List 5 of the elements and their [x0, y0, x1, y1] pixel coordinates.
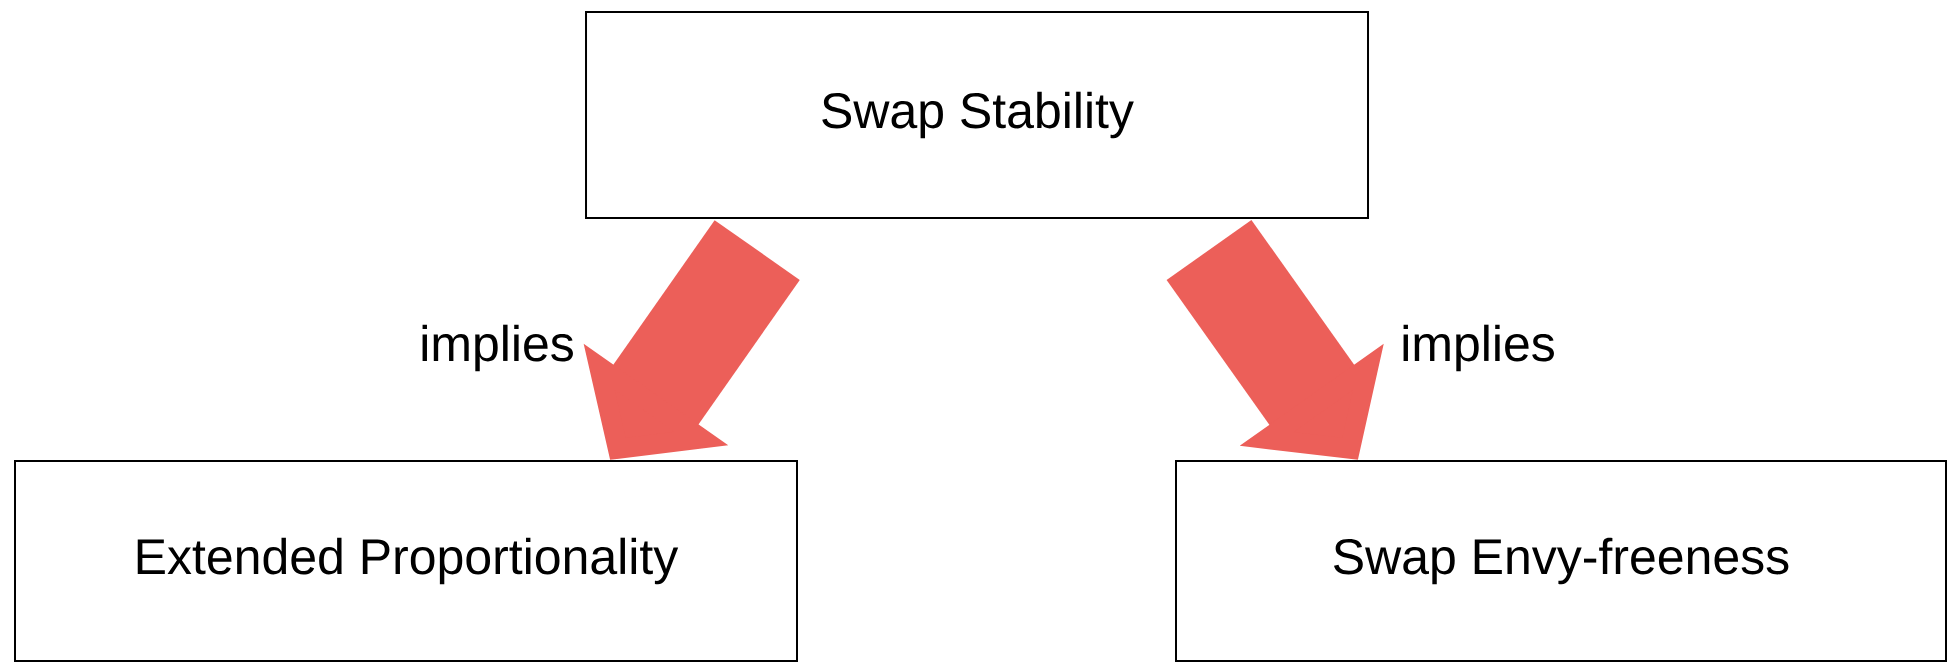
concept-box: Extended Proportionality — [14, 460, 798, 662]
edge-label: implies — [1398, 322, 1558, 374]
concept-box: Swap Envy-freeness — [1175, 460, 1947, 662]
concept-box: Swap Stability — [585, 11, 1369, 219]
edge-label: implies — [417, 322, 577, 374]
